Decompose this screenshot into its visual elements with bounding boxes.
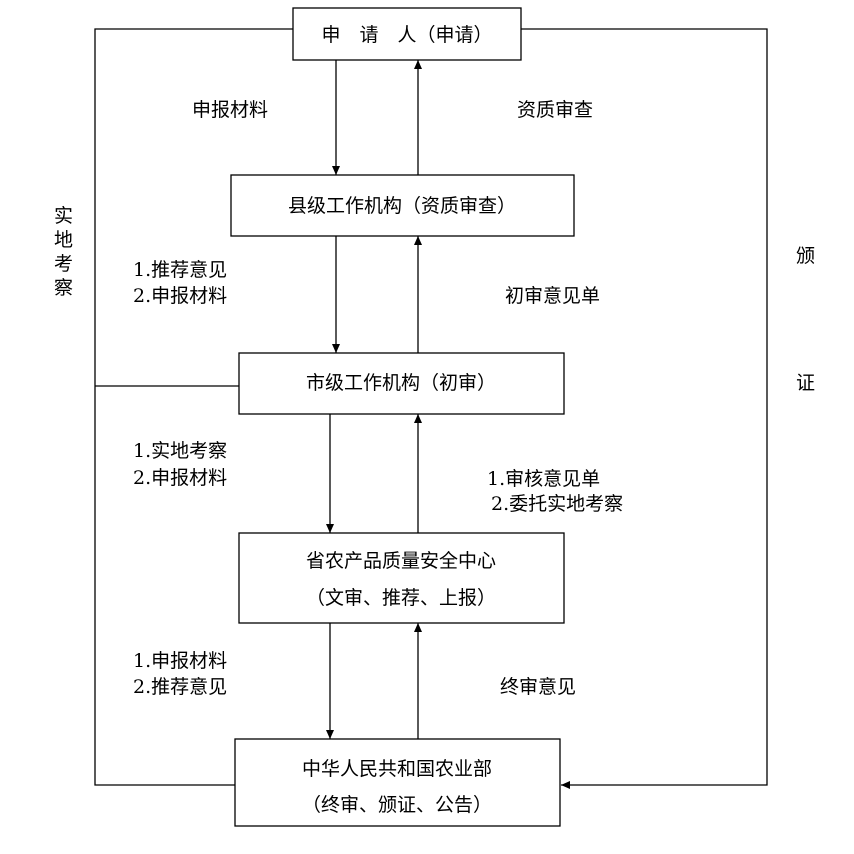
applicant-label: 申 请 人（申请）: [321, 24, 492, 46]
label-qualification-review: 资质审查: [517, 99, 593, 121]
side-label-site-inspection-1: 实: [54, 205, 73, 227]
label-submit-materials-3: 2.申报材料: [133, 467, 227, 489]
provincial-center-duties: （文审、推荐、上报）: [306, 587, 496, 609]
left-loop-line: [94, 28, 293, 786]
side-label-certificate-2: 证: [796, 372, 815, 394]
label-site-inspection: 1.实地考察: [133, 440, 227, 462]
applicant-box: [292, 7, 522, 61]
label-recommend-opinion-2: 2.推荐意见: [133, 676, 227, 698]
label-submit-materials: 申报材料: [192, 99, 268, 121]
city-agency-label: 市级工作机构（初审）: [306, 372, 496, 394]
label-final-review-opinion: 终审意见: [500, 676, 576, 698]
side-label-site-inspection-3: 考: [54, 253, 73, 275]
label-entrust-inspection: 2.委托实地考察: [491, 493, 623, 515]
label-recommend-opinion: 1.推荐意见: [133, 259, 227, 281]
county-agency-label: 县级工作机构（资质审查）: [288, 195, 516, 217]
side-label-site-inspection-4: 察: [54, 277, 73, 299]
right-loop-line: [521, 28, 768, 789]
ministry-box: [234, 738, 561, 827]
label-audit-opinion-form: 1.审核意见单: [487, 468, 600, 490]
county-agency-box: [230, 174, 575, 237]
label-submit-materials-2: 2.申报材料: [133, 285, 227, 307]
city-agency-box: [238, 352, 565, 415]
provincial-center-label: 省农产品质量安全中心: [306, 550, 496, 572]
ministry-label: 中华人民共和国农业部: [302, 758, 492, 780]
label-submit-materials-4: 1.申报材料: [133, 650, 227, 672]
ministry-duties: （终审、颁证、公告）: [302, 794, 492, 816]
label-initial-review-form: 初审意见单: [505, 285, 600, 307]
side-label-certificate-1: 颁: [796, 245, 815, 267]
side-label-site-inspection-2: 地: [54, 229, 73, 251]
provincial-center-box: [238, 532, 565, 624]
